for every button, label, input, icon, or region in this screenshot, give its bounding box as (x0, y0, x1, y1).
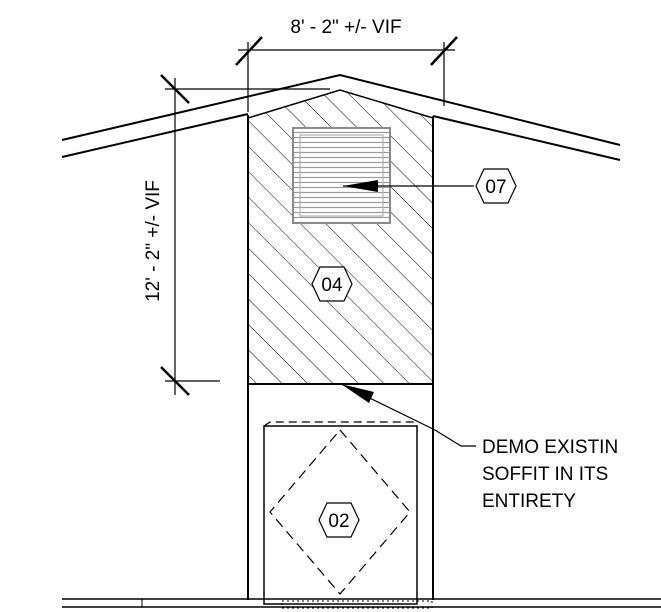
keynote-07-hexagon (475, 168, 517, 204)
demo-note-line-1: DEMO EXISTIN (482, 437, 618, 458)
keynote-tag-07: 07 (475, 168, 517, 204)
dimension-width-tick-left (235, 36, 263, 66)
dimension-width-label: 8' - 2" +/- VIF (290, 17, 401, 38)
opening-diamond-dashed (269, 429, 411, 595)
demo-note-line-3: ENTIRETY (482, 491, 576, 512)
leader-07-arrow (343, 180, 378, 192)
dimension-width (235, 36, 458, 112)
vent-inner-frame (299, 134, 384, 217)
soffit-top-edge (247, 89, 434, 119)
opening (263, 421, 418, 605)
roof (61, 73, 621, 161)
keynote-02-hexagon (318, 502, 360, 538)
keynote-04-hexagon (311, 266, 353, 302)
dimension-width-tick-right (430, 36, 458, 66)
dimension-height-label: 12' - 2" +/- VIF (143, 180, 164, 302)
keynote-tag-04: 04 (311, 266, 353, 302)
dimension-height-tick-top (160, 74, 190, 104)
demo-note-arrow (341, 384, 374, 403)
demo-note-leader (340, 383, 476, 447)
demo-note-line-2: SOFFIT IN ITS (482, 464, 608, 485)
roof-lower-line (61, 113, 249, 158)
floor (62, 598, 661, 609)
roof-lower-line-right (432, 115, 621, 161)
threshold (281, 600, 433, 609)
dimension-height (160, 74, 330, 396)
dimension-height-tick-bottom (160, 366, 190, 396)
keynote-tag-02: 02 (318, 502, 360, 538)
leader-07 (343, 180, 474, 192)
roof-upper-line (61, 73, 621, 146)
vent (292, 127, 391, 224)
walls (247, 115, 434, 600)
keynote-02-label: 02 (328, 511, 349, 532)
opening-head-dashed (263, 421, 418, 427)
keynote-07-label: 07 (485, 177, 506, 198)
opening-frame (263, 425, 418, 605)
keynote-04-label: 04 (321, 275, 343, 296)
vent-lines (292, 127, 391, 224)
